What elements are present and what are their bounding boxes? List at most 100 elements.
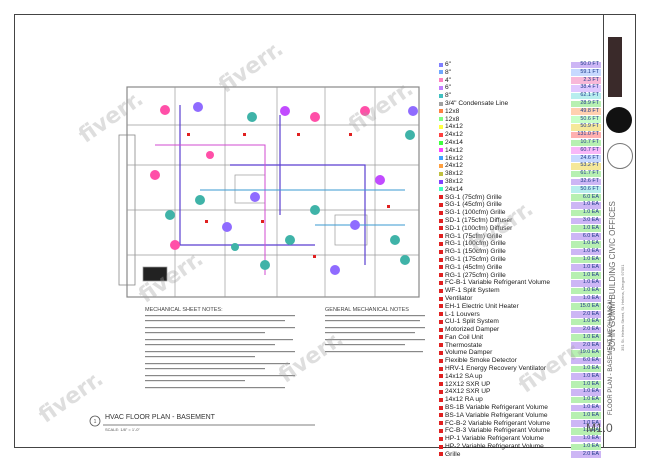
legend-qty: 1.0 EA xyxy=(582,333,599,340)
legend-qty: 50.6 FT xyxy=(580,185,599,192)
legend-qty: 1.0 EA xyxy=(582,240,599,247)
legend-qty-bg xyxy=(571,396,601,404)
legend-swatch xyxy=(439,382,443,387)
legend-qty-bg xyxy=(571,233,601,240)
legend-qty-bg xyxy=(571,435,601,443)
legend-label: SD-1 (175cfm) Diffuser xyxy=(445,216,513,224)
legend-qty-bg xyxy=(571,123,601,131)
legend-label: 14x12 SA up xyxy=(445,372,483,380)
drawing-sheet: 1 MECHANICAL SHEET NOTES: GENERAL MECHAN… xyxy=(14,14,636,459)
legend-qty-bg xyxy=(571,318,601,326)
legend-swatch xyxy=(439,280,443,285)
legend-qty-bg xyxy=(571,248,601,256)
legend-qty-bg xyxy=(571,272,601,279)
legend-qty: 1.0 EA xyxy=(582,209,599,216)
legend-swatch xyxy=(439,374,443,379)
legend-label: 14x12 RA up xyxy=(445,396,483,404)
legend-qty-bg xyxy=(571,381,601,388)
legend-swatch xyxy=(439,109,443,114)
legend-qty: 50.6 FT xyxy=(580,115,599,122)
legend-label: SD-1 (100cfm) Diffuser xyxy=(445,224,513,232)
legend-qty: 2.0 EA xyxy=(582,310,599,317)
drawing-title: FLOOR PLAN - BASEMENT MECHANICAL xyxy=(608,297,614,415)
project-address: 351 St. Helens Street, St. Helens, Orego… xyxy=(620,264,625,352)
legend-swatch xyxy=(439,70,443,75)
legend-qty: 1.0 EA xyxy=(582,263,599,270)
legend-swatch xyxy=(439,429,443,434)
legend-qty: 1.0 EA xyxy=(582,271,599,278)
legend-row: 6" 38.4 FT xyxy=(439,84,601,92)
legend-label: 24x14 xyxy=(445,185,463,193)
legend-swatch xyxy=(439,226,443,231)
legend-label: Motorized Damper xyxy=(445,326,500,334)
legend-qty-bg xyxy=(571,279,601,287)
legend-label: WF-1 Split System xyxy=(445,287,500,295)
legend-qty: 3.0 EA xyxy=(582,216,599,223)
legend-qty-bg xyxy=(571,84,601,92)
legend-qty: 19.0 EA xyxy=(579,349,599,356)
legend-qty: 10.7 FT xyxy=(580,138,599,145)
legend-label: SG-1 (75cfm) Grille xyxy=(445,193,502,201)
legend-label: RG-1 (75cfm) Grille xyxy=(445,232,503,240)
legend-qty-bg xyxy=(571,334,601,342)
legend-label: 24x14 xyxy=(445,138,463,146)
legend-label: HP-2 Variable Refrigerant Volume xyxy=(445,443,544,451)
legend-label: 6" xyxy=(445,84,452,92)
legend-label: L-1 Louvers xyxy=(445,310,480,318)
legend-qty-bg xyxy=(571,311,601,318)
legend-qty: 1.0 EA xyxy=(582,404,599,411)
legend-label: Fan Coil Unit xyxy=(445,333,484,341)
legend-label: 38x12 xyxy=(445,177,463,185)
legend-row: 24x14 50.6 FT xyxy=(439,186,601,194)
legend-qty-bg xyxy=(571,451,601,459)
drawing-number-marker xyxy=(89,415,101,427)
svg-text:1: 1 xyxy=(94,419,97,425)
legend-qty-bg xyxy=(571,178,601,186)
legend-swatch xyxy=(439,273,443,278)
legend-qty-bg xyxy=(571,373,601,381)
legend-qty: 50.9 FT xyxy=(580,123,599,130)
legend-label: FC-B-2 Variable Refrigerant Volume xyxy=(445,419,551,427)
floor-plan-drawing: 1 xyxy=(89,86,425,427)
legend-swatch xyxy=(439,241,443,246)
legend-row: 14x12 SA up 1.0 EA xyxy=(439,373,601,381)
legend-label: 6" xyxy=(445,61,452,68)
legend-label: 16x12 xyxy=(445,154,463,162)
legend-label: RG-1 (100cfm) Grille xyxy=(445,240,506,248)
legend-qty: 1.0 EA xyxy=(582,287,599,294)
legend-swatch xyxy=(439,117,443,122)
legend-qty: 1.0 EA xyxy=(582,279,599,286)
legend-qty: 1.0 EA xyxy=(582,201,599,208)
sheet-number: M1.0 xyxy=(586,421,613,435)
legend-qty-bg xyxy=(571,100,601,108)
legend-label: Grille xyxy=(445,450,461,458)
legend-qty-bg xyxy=(571,404,601,412)
legend-qty-bg xyxy=(571,420,601,427)
legend-qty: 1.0 EA xyxy=(582,380,599,387)
legend-swatch xyxy=(439,101,443,106)
legend-qty: 59.1 FT xyxy=(580,68,599,75)
legend-swatch xyxy=(439,444,443,449)
legend-qty: 1.0 EA xyxy=(582,372,599,379)
legend-qty-bg xyxy=(571,240,601,248)
legend-qty: 38.4 FT xyxy=(580,84,599,91)
legend-swatch xyxy=(439,351,443,356)
floor-plan[interactable]: 1 MECHANICAL SHEET NOTES: GENERAL MECHAN… xyxy=(15,15,435,447)
